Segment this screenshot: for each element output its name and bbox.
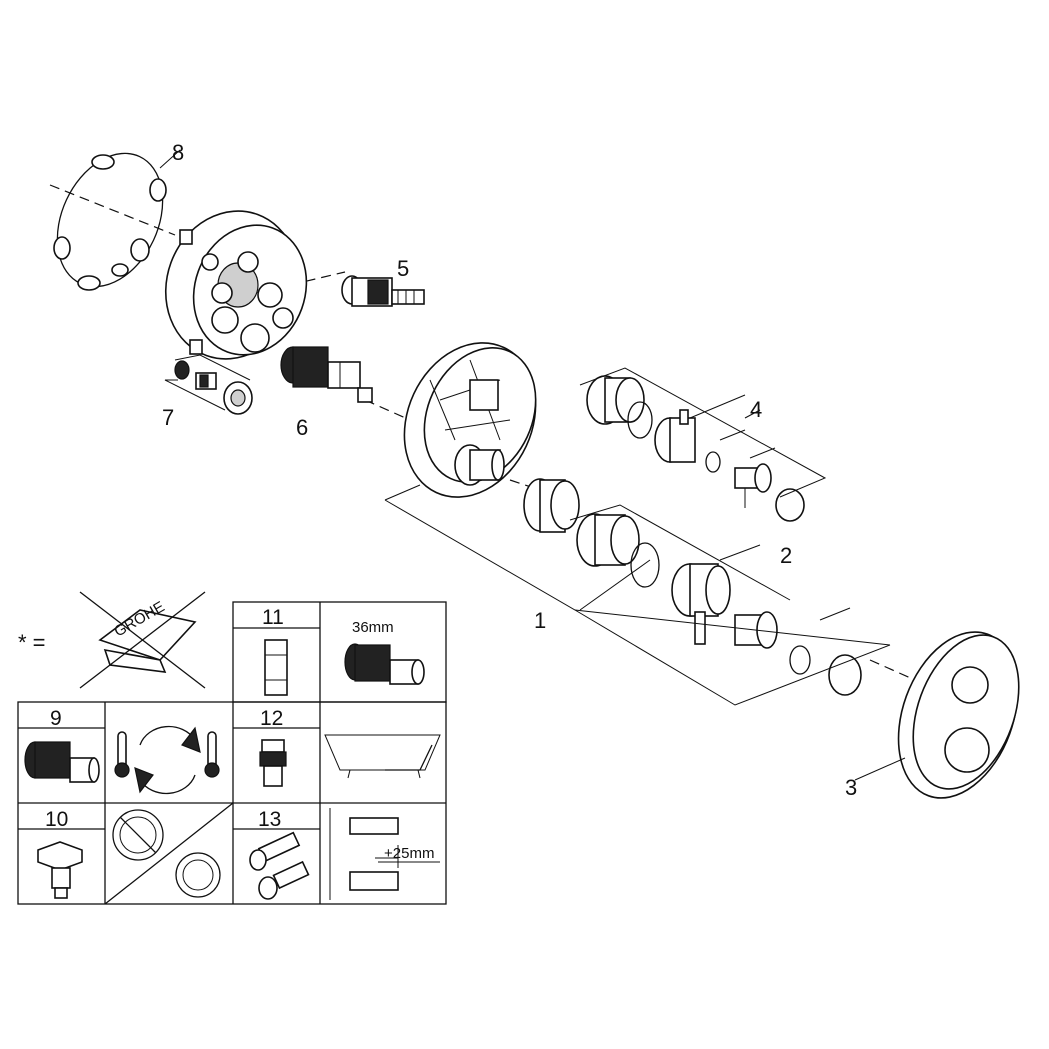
legend-cell-13: 13 <box>258 808 281 831</box>
legend-cell-10: 10 <box>45 808 68 831</box>
sealing-ring-part-8 <box>53 149 181 291</box>
callout-8: 8 <box>172 140 184 165</box>
cartridge-part-5 <box>341 275 425 307</box>
thermostatic-cartridge-part-6 <box>280 346 373 403</box>
thermostatic-cartridge-icon <box>24 741 100 783</box>
spindle-extension-icon <box>249 831 310 900</box>
swap-arrows-icon <box>134 725 201 795</box>
cartridge-36mm-icon <box>344 643 425 685</box>
callout-2: 2 <box>780 543 792 568</box>
callout-5: 5 <box>397 256 409 281</box>
legend-asterisk: * = GROHE <box>18 591 206 689</box>
legend-plus-25mm: +25mm <box>384 845 434 862</box>
legend-grid <box>17 601 447 905</box>
legend-cell-9: 9 <box>50 707 62 730</box>
valve-insert-icon <box>259 739 287 787</box>
thermometer-cold-icon <box>204 731 220 778</box>
check-valves-part-7 <box>164 354 253 415</box>
no-entry-icon <box>112 809 221 898</box>
legend-cell-11: 11 <box>262 606 284 629</box>
cover-plate-part-3 <box>854 631 1020 799</box>
callout-7: 7 <box>162 405 174 430</box>
concealed-body <box>164 210 308 360</box>
extension-sleeve-icon <box>264 639 288 696</box>
asterisk-equals: * = <box>18 630 46 655</box>
callout-1: 1 <box>534 608 546 633</box>
adapter-icon <box>37 841 83 899</box>
wall-extension-icon <box>329 808 440 900</box>
handle-set-part-4 <box>579 367 827 522</box>
mounting-plate <box>403 342 537 498</box>
handle-set-part-1-2 <box>384 478 891 706</box>
legend-cell-12: 12 <box>260 707 283 730</box>
legend-36mm: 36mm <box>352 619 394 636</box>
callout-4: 4 <box>750 397 762 422</box>
callout-6: 6 <box>296 415 308 440</box>
callout-3: 3 <box>845 775 857 800</box>
thermometer-hot-icon <box>114 731 130 778</box>
bathtub-icon <box>324 734 441 779</box>
